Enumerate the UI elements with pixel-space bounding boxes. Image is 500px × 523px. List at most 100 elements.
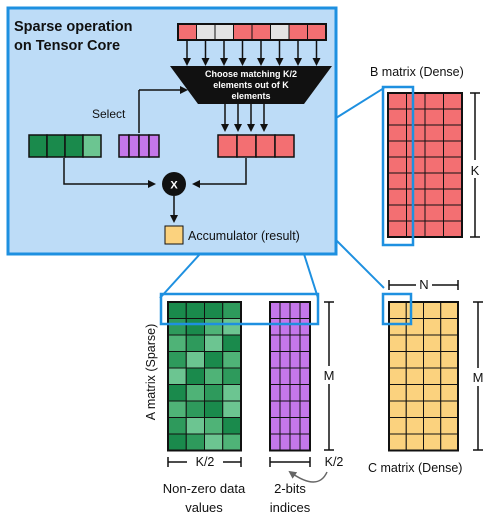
a-values-cell [204,367,224,385]
a-values-cell [167,367,187,385]
c-matrix-cell [405,384,424,402]
c-matrix-cell [405,301,424,319]
top-row-cell [307,23,327,41]
b-matrix-cell [424,220,444,238]
a-values-cell-border [167,301,242,452]
top-row-cell [196,23,216,41]
a-values-cell [222,367,242,385]
a-indices-cell [299,400,311,418]
b-matrix-cell [387,92,407,110]
curved-arrow-icon [288,470,328,483]
a-indices-cell [299,334,311,352]
operand-row [28,134,295,158]
a-indices-cell [289,417,301,435]
a-indices-cell [269,334,281,352]
a-indices-cell [289,318,301,336]
c-matrix-cell [440,400,459,418]
b-matrix-cell [387,124,407,142]
c-matrix-cell [388,351,407,369]
a-indices-cell [269,367,281,385]
a-indices-cell [269,301,281,319]
c-matrix-cell [440,318,459,336]
a-indices-cell [299,417,311,435]
a-indices-cell [289,384,301,402]
a-values-caption-line1: Non-zero data [163,481,246,496]
b-matrix-cell [406,140,426,158]
accumulator-label: Accumulator (result) [188,229,300,243]
top-row-border [177,23,327,41]
a-values-cell [204,400,224,418]
a-indices-cell [299,367,311,385]
b-matrix-cell [406,220,426,238]
b-matrix-cell [443,108,463,126]
a-indices-cell [289,334,301,352]
b-matrix-cell [387,204,407,222]
c-matrix-cell [388,301,407,319]
c-matrix-cell [440,417,459,435]
c-matrix-cell [405,367,424,385]
a-indices-cell [279,433,291,451]
b-matrix-cell [406,124,426,142]
a-values-cell [222,433,242,451]
a-indices-cell [299,351,311,369]
c-matrix-cell-border [388,301,459,452]
index-operand-cell [148,134,160,158]
multiply-icon [162,172,186,196]
a-values-cell [222,384,242,402]
arrow-green-to-multiply [63,158,156,188]
b-matrix-cell [443,188,463,206]
c-matrix-cell [423,301,442,319]
a-values-cell [222,334,242,352]
a-indices-cell [299,318,311,336]
connector-line-c [335,239,385,289]
c-matrix-m-label: M [473,370,484,385]
top-row-cell [270,23,290,41]
b-operand-cell [236,134,257,158]
c-matrix-m-dimension [469,301,487,451]
a-values-cell [185,318,205,336]
a-matrix-indices [269,301,311,452]
c-matrix [388,301,459,452]
b-matrix-column-highlight [381,85,415,247]
c-matrix-cell [405,318,424,336]
b-matrix-cell [443,140,463,158]
b-matrix-cell [443,204,463,222]
c-matrix-cell [440,301,459,319]
a-values-cell [222,318,242,336]
index-operand-cell [138,134,150,158]
c-matrix-cell [423,367,442,385]
b-matrix-cell [406,204,426,222]
a-indices-cell [279,400,291,418]
c-matrix-cell [440,351,459,369]
c-matrix-cell [440,334,459,352]
a-values-cell [167,318,187,336]
b-matrix-cell [424,204,444,222]
panel-title-line1: Sparse operation [14,19,132,35]
b-matrix-cell [424,140,444,158]
a-operand-cell [46,134,66,158]
a-operand-cell [82,134,102,158]
c-matrix-cell [440,384,459,402]
a-indices-cell [289,433,301,451]
b-matrix-k-label: K [471,163,480,178]
a-indices-cell [279,301,291,319]
c-matrix-cell [423,400,442,418]
a-values-cell [185,367,205,385]
top-row-cell [177,23,197,41]
a-indices-cell [269,433,281,451]
a-indices-cell [279,351,291,369]
a-indices-cell [269,351,281,369]
selection-mux [170,66,332,104]
a-values-caption-line2: values [185,500,223,515]
a-indices-width-dimension [269,457,311,467]
a-indices-cell [289,400,301,418]
a-matrix-row-highlight [159,292,320,326]
index-operand-cell [128,134,140,158]
a-values-cell [185,433,205,451]
a-values-cell [167,433,187,451]
a-indices-cell [289,367,301,385]
b-matrix-cell [443,220,463,238]
b-matrix-cell-border [387,92,463,238]
c-matrix-cell [423,334,442,352]
b-matrix-cell [387,172,407,190]
